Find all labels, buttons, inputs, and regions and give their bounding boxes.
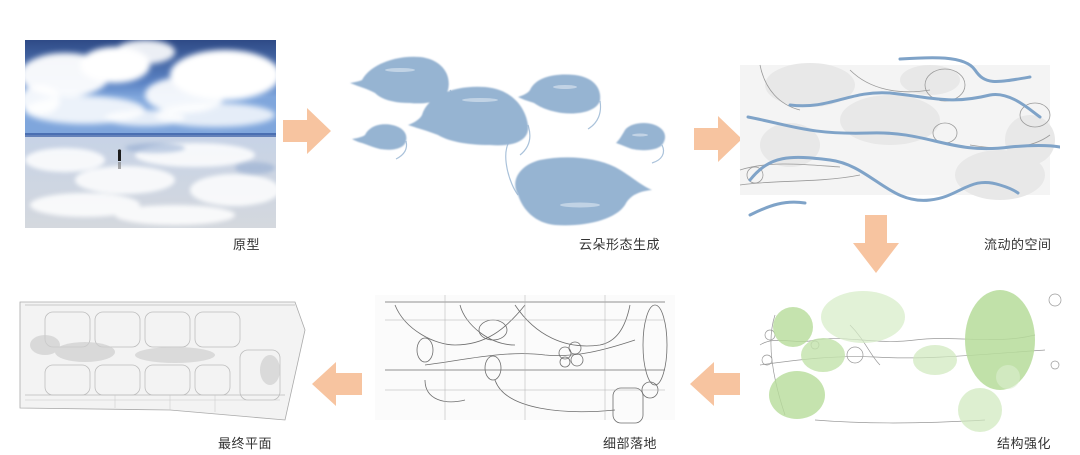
cloud-form-illustration	[340, 45, 670, 230]
step-label-structure: 结构强化	[997, 437, 1052, 452]
walker-figure	[117, 149, 122, 169]
arrow-left-icon	[690, 362, 740, 406]
arrow-left-icon	[312, 362, 362, 406]
step-label-cloud-form: 云朵形态生成	[579, 238, 661, 253]
flowing-space-sketch	[730, 55, 1060, 225]
detail-sketch-plan	[365, 290, 680, 435]
step-label-flowing-space: 流动的空间	[984, 238, 1052, 253]
arrow-down-icon	[853, 215, 899, 273]
final-masterplan	[15, 290, 310, 435]
arrow-right-icon	[283, 108, 333, 154]
arrow-right-icon	[694, 116, 744, 162]
structure-sketch	[755, 285, 1070, 435]
step-label-detail: 细部落地	[603, 437, 658, 452]
step-label-final-plan: 最终平面	[218, 437, 273, 452]
prototype-photo	[25, 40, 276, 228]
flower-plaza	[558, 341, 584, 368]
step-label-prototype: 原型	[233, 238, 261, 253]
